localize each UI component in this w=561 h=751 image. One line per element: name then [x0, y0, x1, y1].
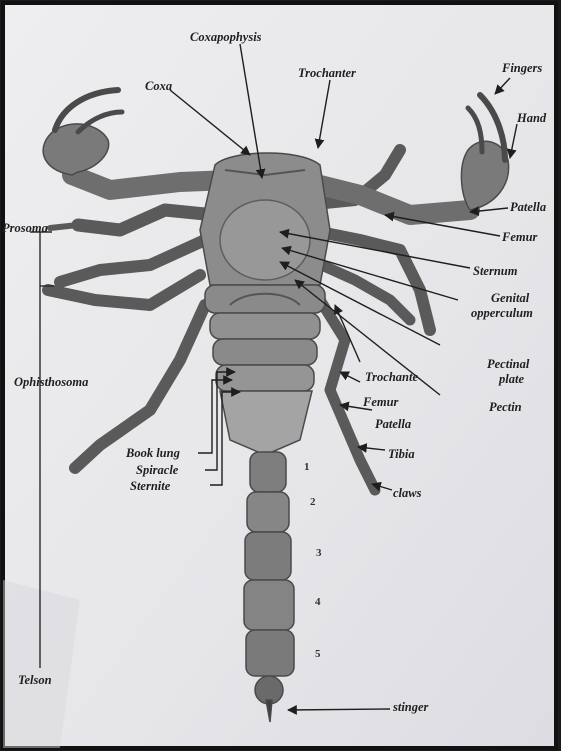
segment-number-3: 3 — [316, 548, 322, 559]
label-stinger: stinger — [393, 701, 428, 714]
label-pectinal-1: Pectinal — [487, 358, 529, 371]
label-femur-top: Femur — [502, 231, 537, 244]
label-hand: Hand — [517, 112, 546, 125]
label-patella-bottom: Patella — [375, 418, 411, 431]
label-genital-2: opperculum — [471, 307, 533, 320]
label-tibia: Tibia — [388, 448, 415, 461]
label-patella-top: Patella — [510, 201, 546, 214]
label-genital-1: Genital — [491, 292, 529, 305]
segment-number-2: 2 — [310, 497, 316, 508]
label-trochanter-top: Trochanter — [298, 67, 356, 80]
segment-number-4: 4 — [315, 597, 321, 608]
label-coxa: Coxa — [145, 80, 172, 93]
label-pectinal-2: plate — [499, 373, 524, 386]
label-spiracle: Spiracle — [136, 464, 178, 477]
label-coxapophysis: Coxapophysis — [190, 31, 262, 44]
label-sternum: Sternum — [473, 265, 517, 278]
label-claws: claws — [393, 487, 421, 500]
label-prosoma: Prosoma — [2, 222, 48, 235]
label-pectin: Pectin — [489, 401, 522, 414]
label-sternite: Sternite — [130, 480, 170, 493]
label-trochante: Trochante — [365, 371, 418, 384]
segment-number-5: 5 — [315, 649, 321, 660]
label-femur-bottom: Femur — [363, 396, 398, 409]
label-telson: Telson — [18, 674, 52, 687]
label-ophisthosoma: Ophisthosoma — [14, 376, 88, 389]
segment-number-1: 1 — [304, 462, 310, 473]
label-book-lung: Book lung — [126, 447, 180, 460]
label-fingers: Fingers — [502, 62, 542, 75]
